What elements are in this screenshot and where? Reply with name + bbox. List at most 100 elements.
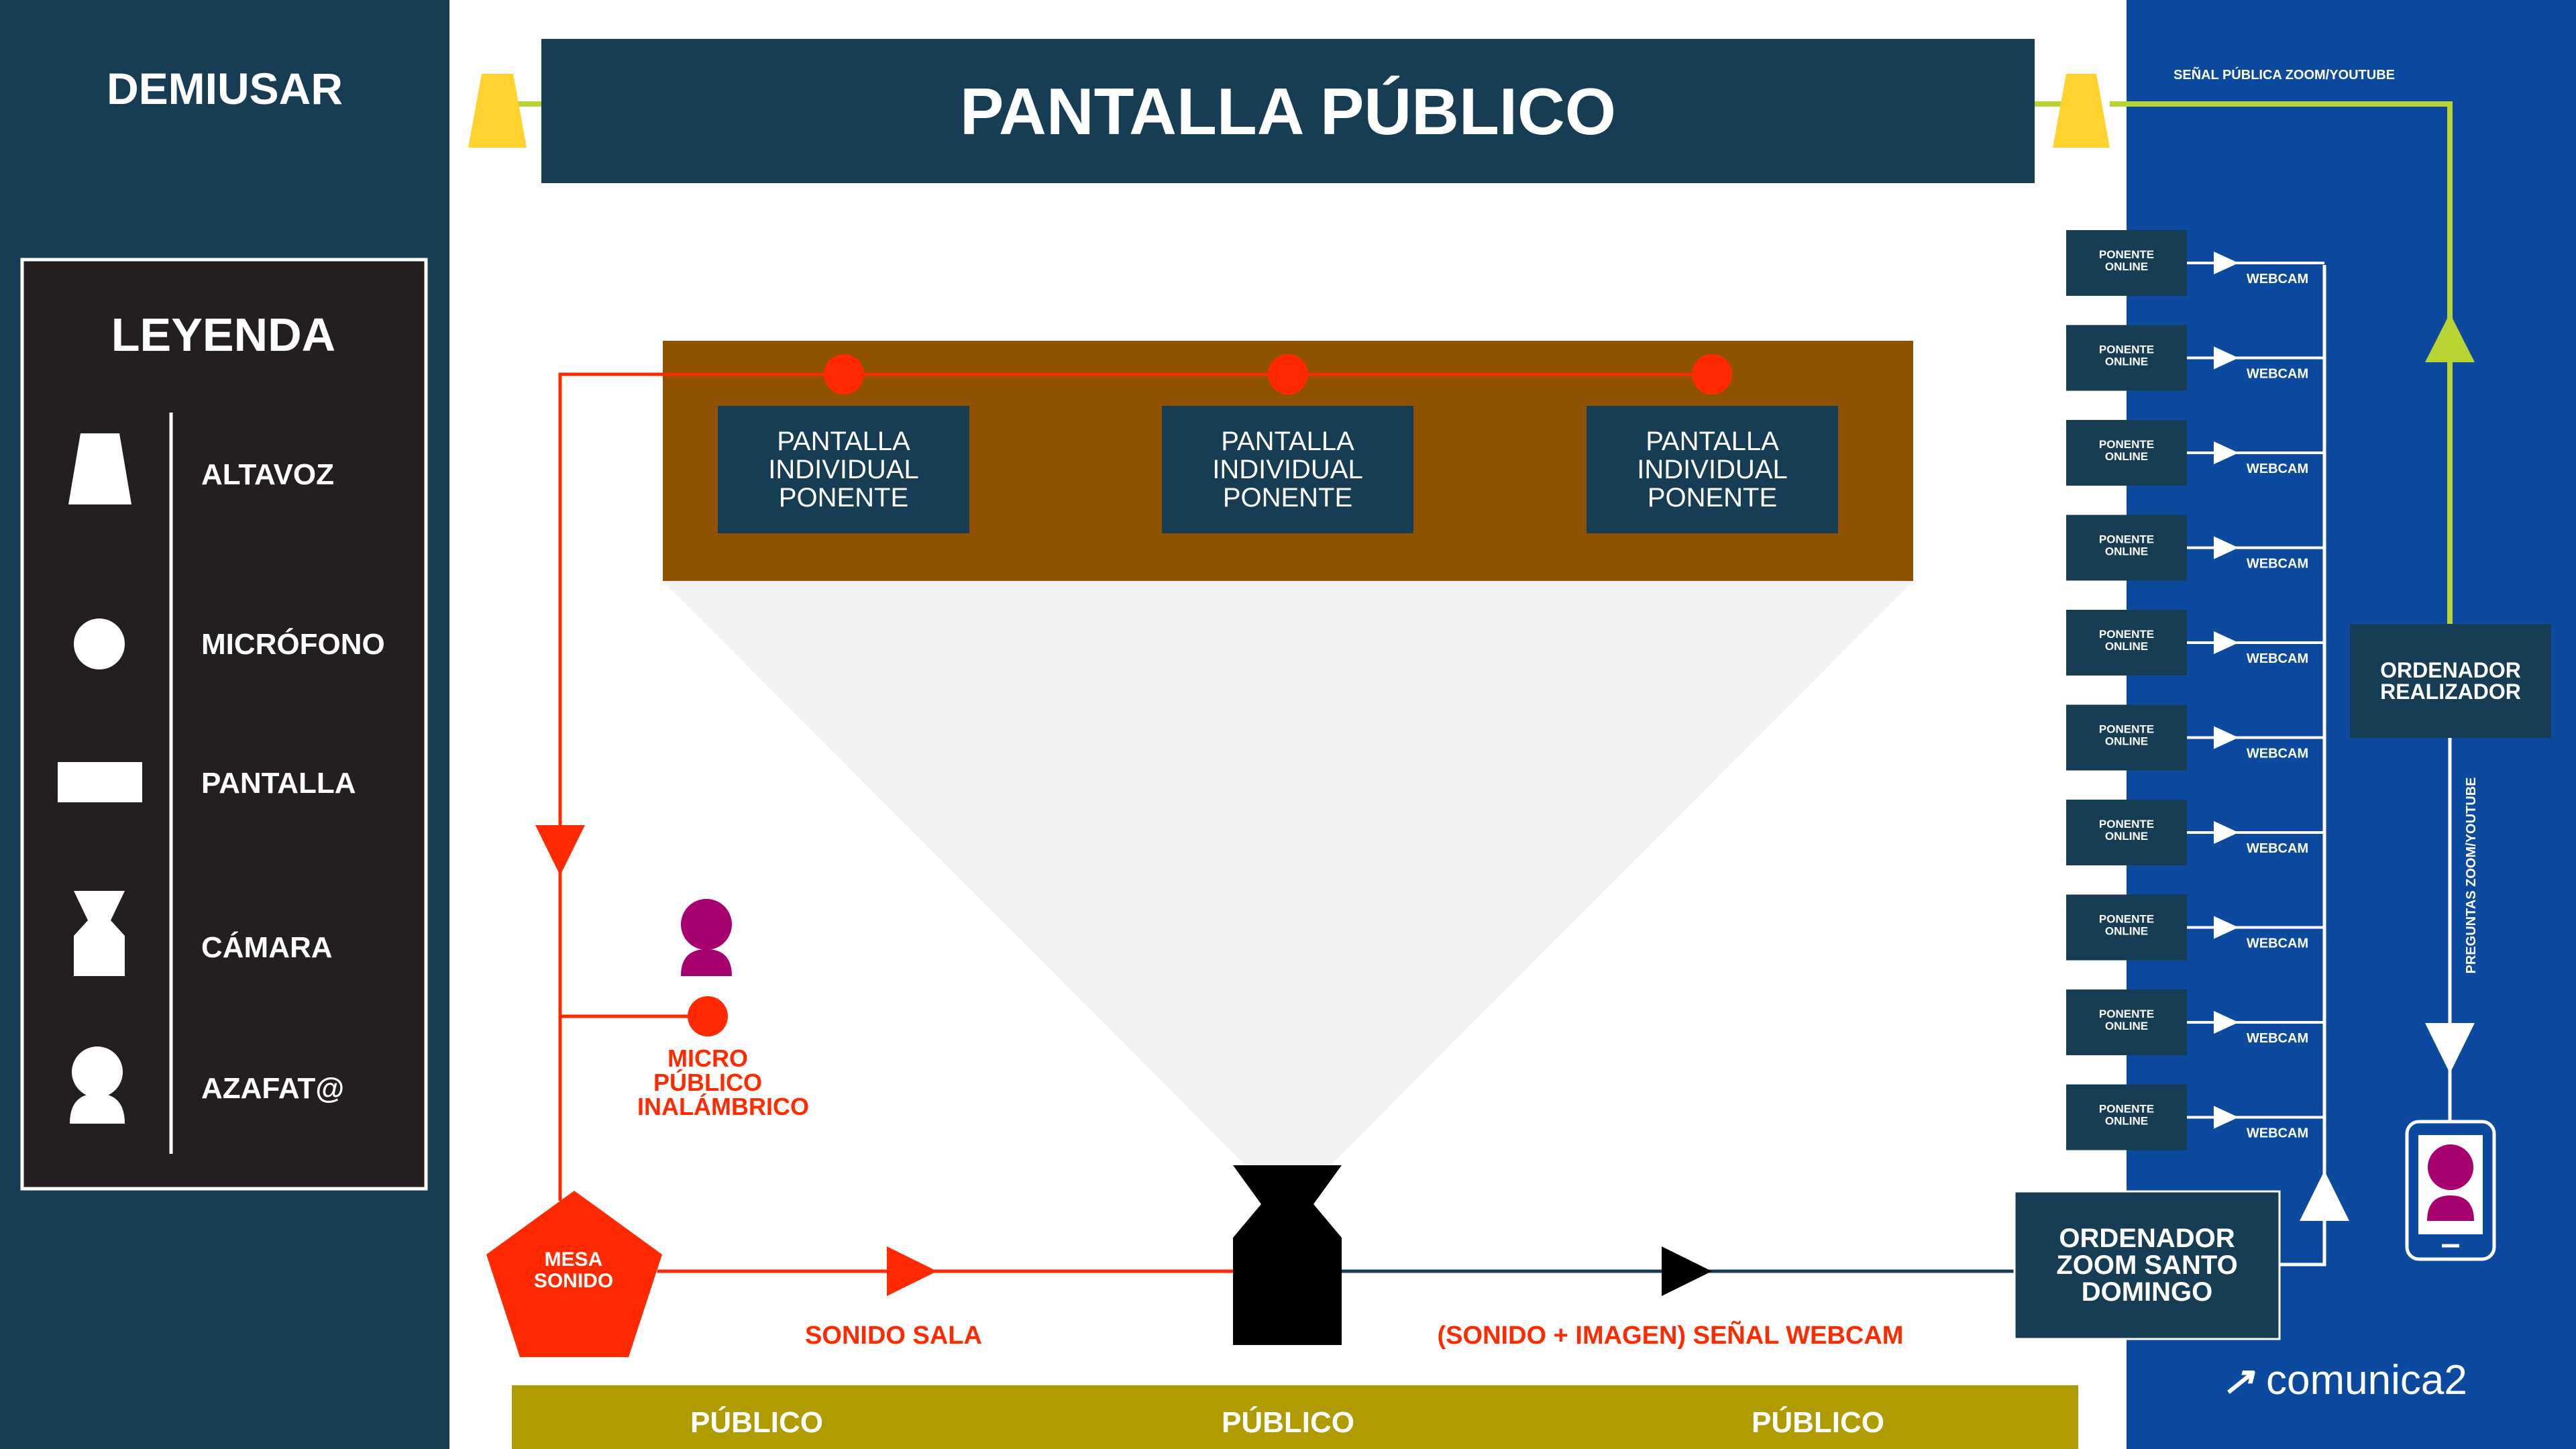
webcam-link-arrow xyxy=(2214,1106,2239,1129)
public-signal-line xyxy=(2110,101,2453,624)
public-signal-label: SEÑAL PÚBLICA ZOOM/YOUTUBE xyxy=(2174,66,2395,83)
speaker-icon xyxy=(68,433,131,504)
online-speaker-label: PONENTE xyxy=(2099,818,2154,830)
public-screen xyxy=(541,39,2035,183)
mic-line xyxy=(558,372,1712,1201)
audience-label-2: PÚBLICO xyxy=(1222,1405,1354,1439)
online-speaker-label: PONENTE xyxy=(2099,1103,2154,1116)
legend-label-altavoz: ALTAVOZ xyxy=(201,458,334,491)
online-speaker-label: PONENTE xyxy=(2099,913,2154,926)
online-speaker-box xyxy=(2066,230,2187,296)
online-speaker-label: PONENTE xyxy=(2099,1008,2154,1020)
zoom-computer xyxy=(2013,1190,2281,1340)
online-speaker-label: ONLINE xyxy=(2105,450,2148,463)
speaker-screen-1: PANTALLA INDIVIDUAL PONENTE xyxy=(718,406,969,533)
webcam-link-arrow xyxy=(2214,916,2239,939)
room-sound-label: SONIDO SALA xyxy=(805,1322,982,1350)
legend-label-microfono: MICRÓFONO xyxy=(201,627,385,661)
webcam-link-arrow xyxy=(2214,346,2239,370)
webcam-link-label: WEBCAM xyxy=(2247,651,2308,666)
sound-desk-label: MESA SONIDO xyxy=(533,1249,614,1292)
comunica2-logo: ↗ comunica2 xyxy=(2222,1357,2467,1403)
logo-text: comunica2 xyxy=(2266,1357,2467,1403)
webcam-link-arrow xyxy=(2214,536,2239,559)
online-speaker-box xyxy=(2066,1084,2187,1150)
online-speaker-label: PONENTE xyxy=(2099,628,2154,641)
online-speaker-box xyxy=(2066,515,2187,581)
phone-icon xyxy=(2405,1120,2496,1261)
online-speaker-label: ONLINE xyxy=(2105,1020,2148,1032)
online-speaker-label: ONLINE xyxy=(2105,830,2148,843)
webcam-link-arrow xyxy=(2214,1011,2239,1034)
legend-label-camara: CÁMARA xyxy=(201,930,333,964)
legend-title: LEYENDA xyxy=(111,309,335,361)
online-speakers: PONENTEONLINEWEBCAMPONENTEONLINEWEBCAMPO… xyxy=(2066,230,2324,1150)
online-speaker-box xyxy=(2066,325,2187,391)
webcam-link-label: WEBCAM xyxy=(2247,841,2308,856)
audience-bar xyxy=(512,1385,2078,1449)
zoom-computer-label: ORDENADOR ZOOM SANTO DOMINGO xyxy=(2056,1224,2238,1307)
speaker-screen-1-label: PANTALLA INDIVIDUAL PONENTE xyxy=(768,427,919,513)
speaker-screen-2-label: PANTALLA INDIVIDUAL PONENTE xyxy=(1212,427,1363,513)
microphone-2 xyxy=(1268,354,1308,394)
legend-box xyxy=(20,258,428,1191)
questions-arrow xyxy=(2425,1023,2475,1073)
online-speaker-label: PONENTE xyxy=(2099,248,2154,261)
webcam-link-label: WEBCAM xyxy=(2247,462,2308,476)
online-speaker-box xyxy=(2066,800,2187,865)
speaker-screen-3: PANTALLA INDIVIDUAL PONENTE xyxy=(1587,406,1838,533)
room-sound-arrow xyxy=(887,1246,937,1296)
online-speaker-label: PONENTE xyxy=(2099,438,2154,451)
speaker-screen-2: PANTALLA INDIVIDUAL PONENTE xyxy=(1162,406,1413,533)
online-speaker-box xyxy=(2066,989,2187,1055)
camera xyxy=(1233,1165,1342,1345)
webcam-link-arrow xyxy=(2214,441,2239,464)
screen-icon xyxy=(58,762,142,802)
online-speaker-label: ONLINE xyxy=(2105,356,2148,368)
online-speaker-label: ONLINE xyxy=(2105,925,2148,938)
zoom-up-arrow xyxy=(2300,1171,2349,1221)
microphone-3 xyxy=(1692,354,1732,394)
director-computer xyxy=(2350,624,2551,738)
legend: LEYENDA ALTAVOZ MICRÓFONO PANTALLA CÁMAR… xyxy=(20,258,428,1191)
online-speaker-box xyxy=(2066,610,2187,676)
online-speaker-label: ONLINE xyxy=(2105,1115,2148,1128)
questions-label: PREGUNTAS ZOOM/YOUTUBE xyxy=(2464,777,2479,974)
public-screen-title: PANTALLA PÚBLICO xyxy=(960,74,1616,148)
director-computer-label: ORDENADOR REALIZADOR xyxy=(2380,658,2521,704)
webcam-link-label: WEBCAM xyxy=(2247,747,2308,761)
wireless-microphone xyxy=(688,996,728,1036)
camera-icon xyxy=(74,891,125,976)
online-speaker-label: PONENTE xyxy=(2099,533,2154,546)
online-speaker-box xyxy=(2066,704,2187,771)
microphone-icon xyxy=(74,619,125,669)
microphone-1 xyxy=(824,354,864,394)
webcam-link-label: WEBCAM xyxy=(2247,272,2308,286)
online-speaker-label: ONLINE xyxy=(2105,640,2148,653)
webcam-link-label: WEBCAM xyxy=(2247,557,2308,572)
mic-flow-arrow xyxy=(535,825,585,875)
wireless-mic-label: MICRO PÚBLICO INALÁMBRICO xyxy=(637,1046,809,1120)
online-speaker-label: PONENTE xyxy=(2099,723,2154,736)
speaker-left xyxy=(468,74,527,148)
online-speaker-label: ONLINE xyxy=(2105,735,2148,748)
public-signal-arrow xyxy=(2425,313,2475,362)
online-speaker-label: PONENTE xyxy=(2099,343,2154,356)
online-speaker-box xyxy=(2066,420,2187,486)
audience-label-3: PÚBLICO xyxy=(1752,1405,1884,1439)
webcam-link-label: WEBCAM xyxy=(2247,367,2308,382)
legend-label-azafat: AZAFAT@ xyxy=(201,1072,344,1105)
speaker-right xyxy=(2053,74,2110,148)
webcam-link-label: WEBCAM xyxy=(2247,936,2308,951)
online-speaker-label: ONLINE xyxy=(2105,260,2148,273)
